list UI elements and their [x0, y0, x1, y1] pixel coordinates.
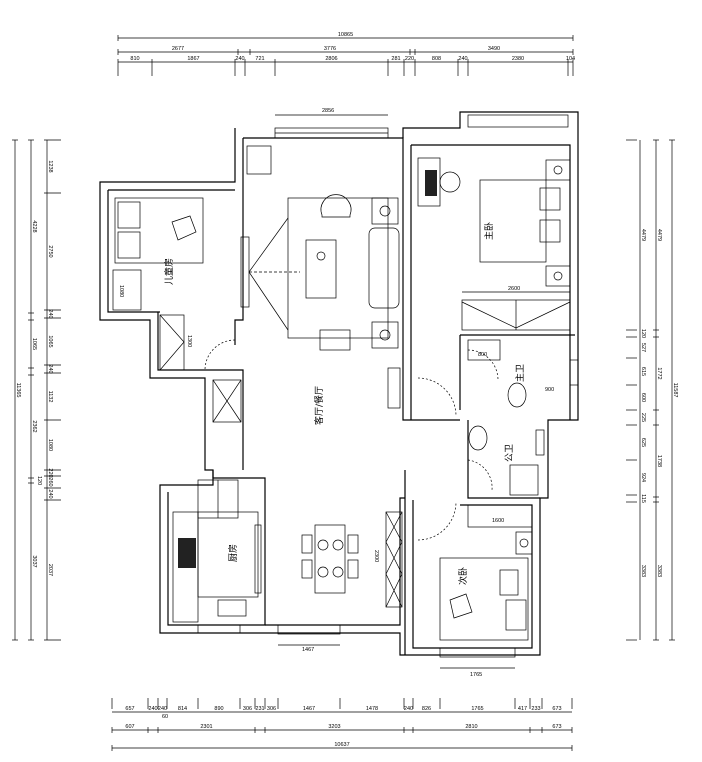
dim-top-inner-label: 721 [255, 56, 264, 62]
dim-bottom-inner-label: 1478 [366, 706, 378, 712]
dim-left-inner-label: 1238 [47, 160, 53, 172]
dim-top-inner-label: 281 [391, 56, 400, 62]
dim-top-inner-label: 810 [130, 56, 139, 62]
dim-living-window: 2856 [322, 108, 334, 114]
dim-bottom-inner-label: 814 [178, 706, 187, 712]
dim-left-note: 120 [36, 476, 42, 485]
dim-bottom-inner-label: 231 [255, 706, 264, 712]
dim-bottom-mid-label: 607 [125, 724, 134, 730]
dim-top-mid-label: 3776 [324, 46, 336, 52]
dim-left-mid-label: 3037 [31, 555, 37, 567]
room-label-kitchen: 厨房 [227, 544, 239, 562]
dim-top-inner-label: 2806 [325, 56, 337, 62]
dim-top-mid-label: 3490 [488, 46, 500, 52]
dim-left-inner-label: 2750 [47, 245, 53, 257]
dim-right-inner-label: 924 [640, 473, 646, 482]
dim-right-total-label: 11587 [672, 383, 678, 398]
dim-top-inner-label: 808 [432, 56, 441, 62]
dim-right-inner-label: 4479 [640, 229, 646, 241]
walls [99, 111, 579, 656]
dim-second-cabinet: 1600 [492, 518, 504, 524]
dim-bottom-note: 60 [162, 714, 168, 720]
dim-bottom-inner-label: 240 [404, 706, 413, 712]
dim-top-inner-label: 1867 [187, 56, 199, 62]
dim-master-wardrobe: 2600 [508, 286, 520, 292]
dim-left-inner-label: 1132 [47, 391, 53, 403]
room-label-master-bedroom: 主卧 [483, 222, 495, 240]
dim-bottom-total-label: 10637 [334, 742, 349, 748]
dim-second-window: 1765 [470, 672, 482, 678]
dim-right-inner-label: 600 [640, 393, 646, 402]
dim-right-mid-label: 4479 [656, 229, 662, 241]
dim-right-inner-label: 225 [640, 413, 646, 422]
dim-left-inner-label: 240 [47, 364, 53, 373]
dim-bottom-inner-label: 657 [125, 706, 134, 712]
doors [204, 339, 499, 541]
dim-left-mid-label: 2362 [31, 420, 37, 432]
dim-bottom-mid-label: 673 [552, 724, 561, 730]
furniture [112, 145, 571, 641]
dim-bath-counter: 900 [545, 387, 554, 393]
room-label-kid-bedroom: 儿童房 [163, 258, 175, 285]
dim-bottom-inner-label: 240 [148, 706, 157, 712]
dim-bottom-inner-label: 673 [552, 706, 561, 712]
room-label-living-dining: 客厅/餐厅 [313, 386, 325, 425]
dim-left-inner-label: 1065 [47, 335, 53, 347]
dim-top-inner-label: 240 [235, 56, 244, 62]
dim-right-inner-label: 615 [640, 367, 646, 376]
dim-top-mid-label: 2677 [172, 46, 184, 52]
room-label-master-bath: 主卫 [514, 364, 526, 382]
dim-top-inner-label: 240 [458, 56, 467, 62]
dim-bottom-inner-label: 1765 [471, 706, 483, 712]
dim-bottom-mid-label: 3203 [328, 724, 340, 730]
dim-left-inner-label: 240 [47, 489, 53, 498]
dim-right-inner-label: 3383 [640, 565, 646, 577]
dim-left-inner-label: 1080 [47, 439, 53, 451]
room-label-second-bedroom: 次卧 [457, 567, 469, 585]
dim-bottom-inner-label: 826 [422, 706, 431, 712]
dim-bottom-inner-label: 417 [518, 706, 527, 712]
dim-left-total-label: 11365 [15, 383, 21, 398]
dim-bottom-mid-label: 2301 [200, 724, 212, 730]
dim-bottom-inner-label: 233 [531, 706, 540, 712]
dim-bottom-inner-label: 306 [243, 706, 252, 712]
dim-bottom-mid-label: 2810 [465, 724, 477, 730]
windows [197, 114, 579, 658]
dim-left-inner-label: 220 [47, 468, 53, 477]
room-label-public-bath: 公卫 [504, 444, 515, 462]
dim-left-inner-label: 2037 [47, 564, 53, 576]
dim-bottom-inner-label: 306 [267, 706, 276, 712]
dim-right-mid-label: 3383 [656, 565, 662, 577]
dim-right-inner-label: 527 [640, 343, 646, 352]
dim-bottom-inner-label: 890 [214, 706, 223, 712]
dim-left-inner-label: 240 [47, 309, 53, 318]
dim-kid-wardrobe: 1300 [186, 335, 192, 347]
dim-kid-desk: 1080 [118, 285, 124, 297]
dim-left-mid-label: 4228 [31, 220, 37, 232]
dimension-chains: 10865 2677 3776 3490 810 1867 240 721 2806 281 220… [12, 32, 678, 751]
dim-right-mid-label: 1738 [656, 455, 662, 467]
dim-right-inner-label: 115 [640, 494, 646, 503]
dim-right-inner-label: 625 [640, 438, 646, 447]
dim-dining-window: 1467 [302, 647, 314, 653]
dim-top-inner-label: 104 [566, 56, 575, 62]
dim-right-mid-label: 1772 [656, 367, 662, 379]
dim-dining-cabinet: 2300 [373, 550, 379, 562]
dim-left-mid-label: 1065 [31, 338, 37, 350]
dim-right-inner-label: 120 [640, 329, 646, 338]
dim-bottom-inner-label: 240 [158, 706, 167, 712]
dim-top-total-label: 10865 [338, 32, 353, 38]
dim-top-inner-label: 220 [405, 56, 414, 62]
dim-bottom-inner-label: 1467 [303, 706, 315, 712]
dim-left-inner-label: 260 [47, 477, 53, 486]
dim-top-inner-label: 2380 [512, 56, 524, 62]
dim-basin: 800 [478, 352, 487, 358]
